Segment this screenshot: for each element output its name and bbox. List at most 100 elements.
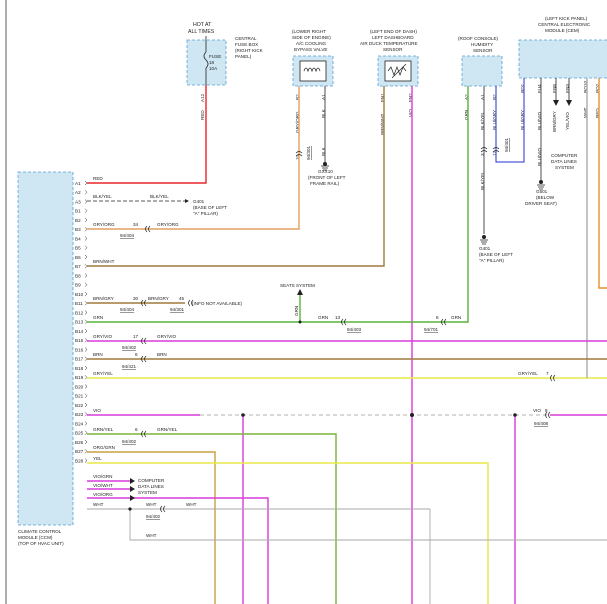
lbl-b20-b: VIO	[533, 408, 541, 413]
ccm-pin-mark-b21	[84, 393, 88, 398]
fuse-hot-line1: HOT AT	[193, 22, 212, 28]
lbl-b20-conn: 8	[545, 408, 548, 413]
ccm-pin-mark-a2	[84, 190, 88, 195]
ccm-pin-mark-b6	[84, 254, 88, 260]
wire-b11-grn	[87, 86, 469, 323]
ccm-pin-b19: B19	[75, 375, 84, 380]
thermistor-icon	[387, 63, 407, 79]
ground-g401-right-icon	[482, 235, 486, 239]
lbl-b13-b: GRY/VIO	[157, 334, 176, 339]
ccm-box	[17, 171, 74, 526]
ground-g401-right-symbol	[480, 239, 488, 245]
lbl-b15: BRN	[93, 352, 103, 357]
connector-b13	[141, 337, 147, 345]
cem-gnd-wire: BLU/VIO	[537, 147, 542, 166]
cem-wire-wht: WHT	[583, 107, 588, 118]
lbl-g401-left-1: G401	[193, 199, 205, 204]
connector-humidity-right	[492, 147, 500, 153]
splice-dot-4	[128, 507, 132, 511]
ccm-label-2: MODULE (CCM)	[18, 535, 53, 540]
ground-gxx10-icon	[323, 162, 327, 166]
lbl-b20-ref: 94/408	[534, 421, 548, 426]
lbl-b9-conn: 30	[133, 296, 139, 301]
fuse-desc-3: (RIGHT KICK	[235, 48, 264, 53]
lbl-b21-conn: 6	[135, 427, 138, 432]
fuse-symbol	[203, 51, 209, 69]
gxx10-label-2: (FRONT OF LEFT	[308, 175, 346, 180]
ccm-pin-mark-b17	[84, 356, 88, 361]
ac-valve-conn-ref: 94/301	[306, 146, 311, 160]
cem-box	[518, 39, 607, 79]
ccm-pin-b3: B3	[75, 227, 81, 232]
lbl-b27: VIO/ORG	[93, 492, 113, 497]
ccm-pin-b5: B5	[75, 246, 81, 251]
wire-b27-vioorg	[87, 497, 269, 604]
fuse-label-1: FUSE	[209, 54, 221, 59]
ccm-pin-b11: B11	[75, 301, 83, 306]
ac-valve-wire-right: BLK	[321, 108, 326, 118]
ccm-pin-labels: A1A2A3B1B2B3B4B5B6B7B8B9B10B11B12B13B14B…	[75, 181, 88, 463]
ground-g501-symbol	[537, 184, 545, 190]
wire-cem-red	[598, 78, 607, 289]
duct-wire-right: VIO	[408, 109, 413, 117]
ccm-pin-mark-b5	[84, 245, 88, 250]
ccm-pin-a3: A3	[75, 199, 81, 204]
lbl-b16: GRY/YEL	[93, 371, 113, 376]
humidity-conn-left: 3	[480, 153, 485, 156]
ccm-pin-b15: B15	[75, 338, 84, 343]
connector-humidity-left	[480, 147, 488, 153]
lbl-b9-ref: 94/404	[120, 307, 134, 312]
fuse-desc-2: FUSE BOX	[235, 42, 258, 47]
cem-pin-ro10: RO10	[583, 81, 588, 93]
ac-valve-pin-b2: B2	[295, 94, 300, 100]
ccm-pin-b25: B25	[75, 431, 84, 436]
lbl-b9-conn2: 45	[179, 296, 185, 301]
lbl-ccm-data-3: SYSTEM	[138, 490, 157, 495]
cem-desc-1: (LEFT KICK PANEL)	[545, 16, 588, 21]
connector-b15	[141, 355, 147, 363]
splice-dot-5	[298, 320, 302, 324]
ccm-pin-mark-b24	[84, 421, 88, 426]
ccm-pin-mark-b2	[84, 217, 88, 223]
ccm-pin-mark-b23	[84, 412, 88, 417]
ccm-pin-b28: B28	[75, 458, 84, 463]
ccm-pin-b6: B6	[75, 255, 81, 260]
splice-dot-3	[513, 413, 517, 417]
ground-gxx10-symbol	[321, 165, 329, 171]
ccm-pin-mark-b4	[84, 236, 88, 241]
ac-valve-desc-3: A/C COOLING	[296, 41, 327, 46]
fuse-label-2: 18	[209, 60, 215, 65]
fuse-hot-line2: ALL TIMES	[188, 29, 215, 35]
lbl-b11-conn2: 8	[436, 315, 439, 320]
arrow-seats-icon	[297, 289, 303, 295]
lbl-b1-ref: 94/404	[120, 233, 134, 238]
connector-b9-2	[188, 299, 194, 307]
cem-wire-blugry: BLU/GRY	[520, 110, 525, 130]
humidity-conn-right: 12	[492, 150, 497, 156]
ccm-pin-b13: B13	[75, 320, 84, 325]
lbl-b13-conn: 17	[133, 334, 139, 339]
cem-pin-fu4: FU4	[537, 84, 542, 93]
lbl-b28: WHT	[93, 502, 104, 507]
ccm-pin-b1: B1	[75, 209, 81, 214]
lbl-b11-b: GRN	[318, 315, 328, 320]
wire-labels: RED BLK/YEL BLK/YEL G401 (BASE OF LEFT "…	[93, 176, 549, 538]
fuse-desc-1: CENTRAL	[235, 36, 257, 41]
arrow-cem-data-1-icon	[553, 100, 559, 106]
ccm-pin-b20: B20	[75, 384, 84, 389]
lbl-b11-c: GRN	[451, 315, 461, 320]
ccm-pin-b12: B12	[75, 310, 84, 315]
ccm-pin-mark-b28	[84, 458, 88, 463]
ccm-pin-b23: B23	[75, 412, 84, 417]
ac-valve-symbol	[299, 60, 327, 82]
ccm-pin-b17: B17	[75, 357, 84, 362]
splice-dot-1	[241, 413, 245, 417]
ccm-pin-b16: B16	[75, 347, 84, 352]
cem-data-label-3: SYSTEM	[555, 165, 574, 170]
cem-pin-en3: EN3	[565, 84, 570, 93]
wire-b23-yel	[87, 462, 489, 604]
ground-g401-left-icon	[185, 199, 189, 203]
lbl-b16-conn: 7	[546, 371, 549, 376]
humidity-conn-ref: 94/401	[504, 138, 509, 152]
ccm-pin-b21: B21	[75, 394, 84, 399]
